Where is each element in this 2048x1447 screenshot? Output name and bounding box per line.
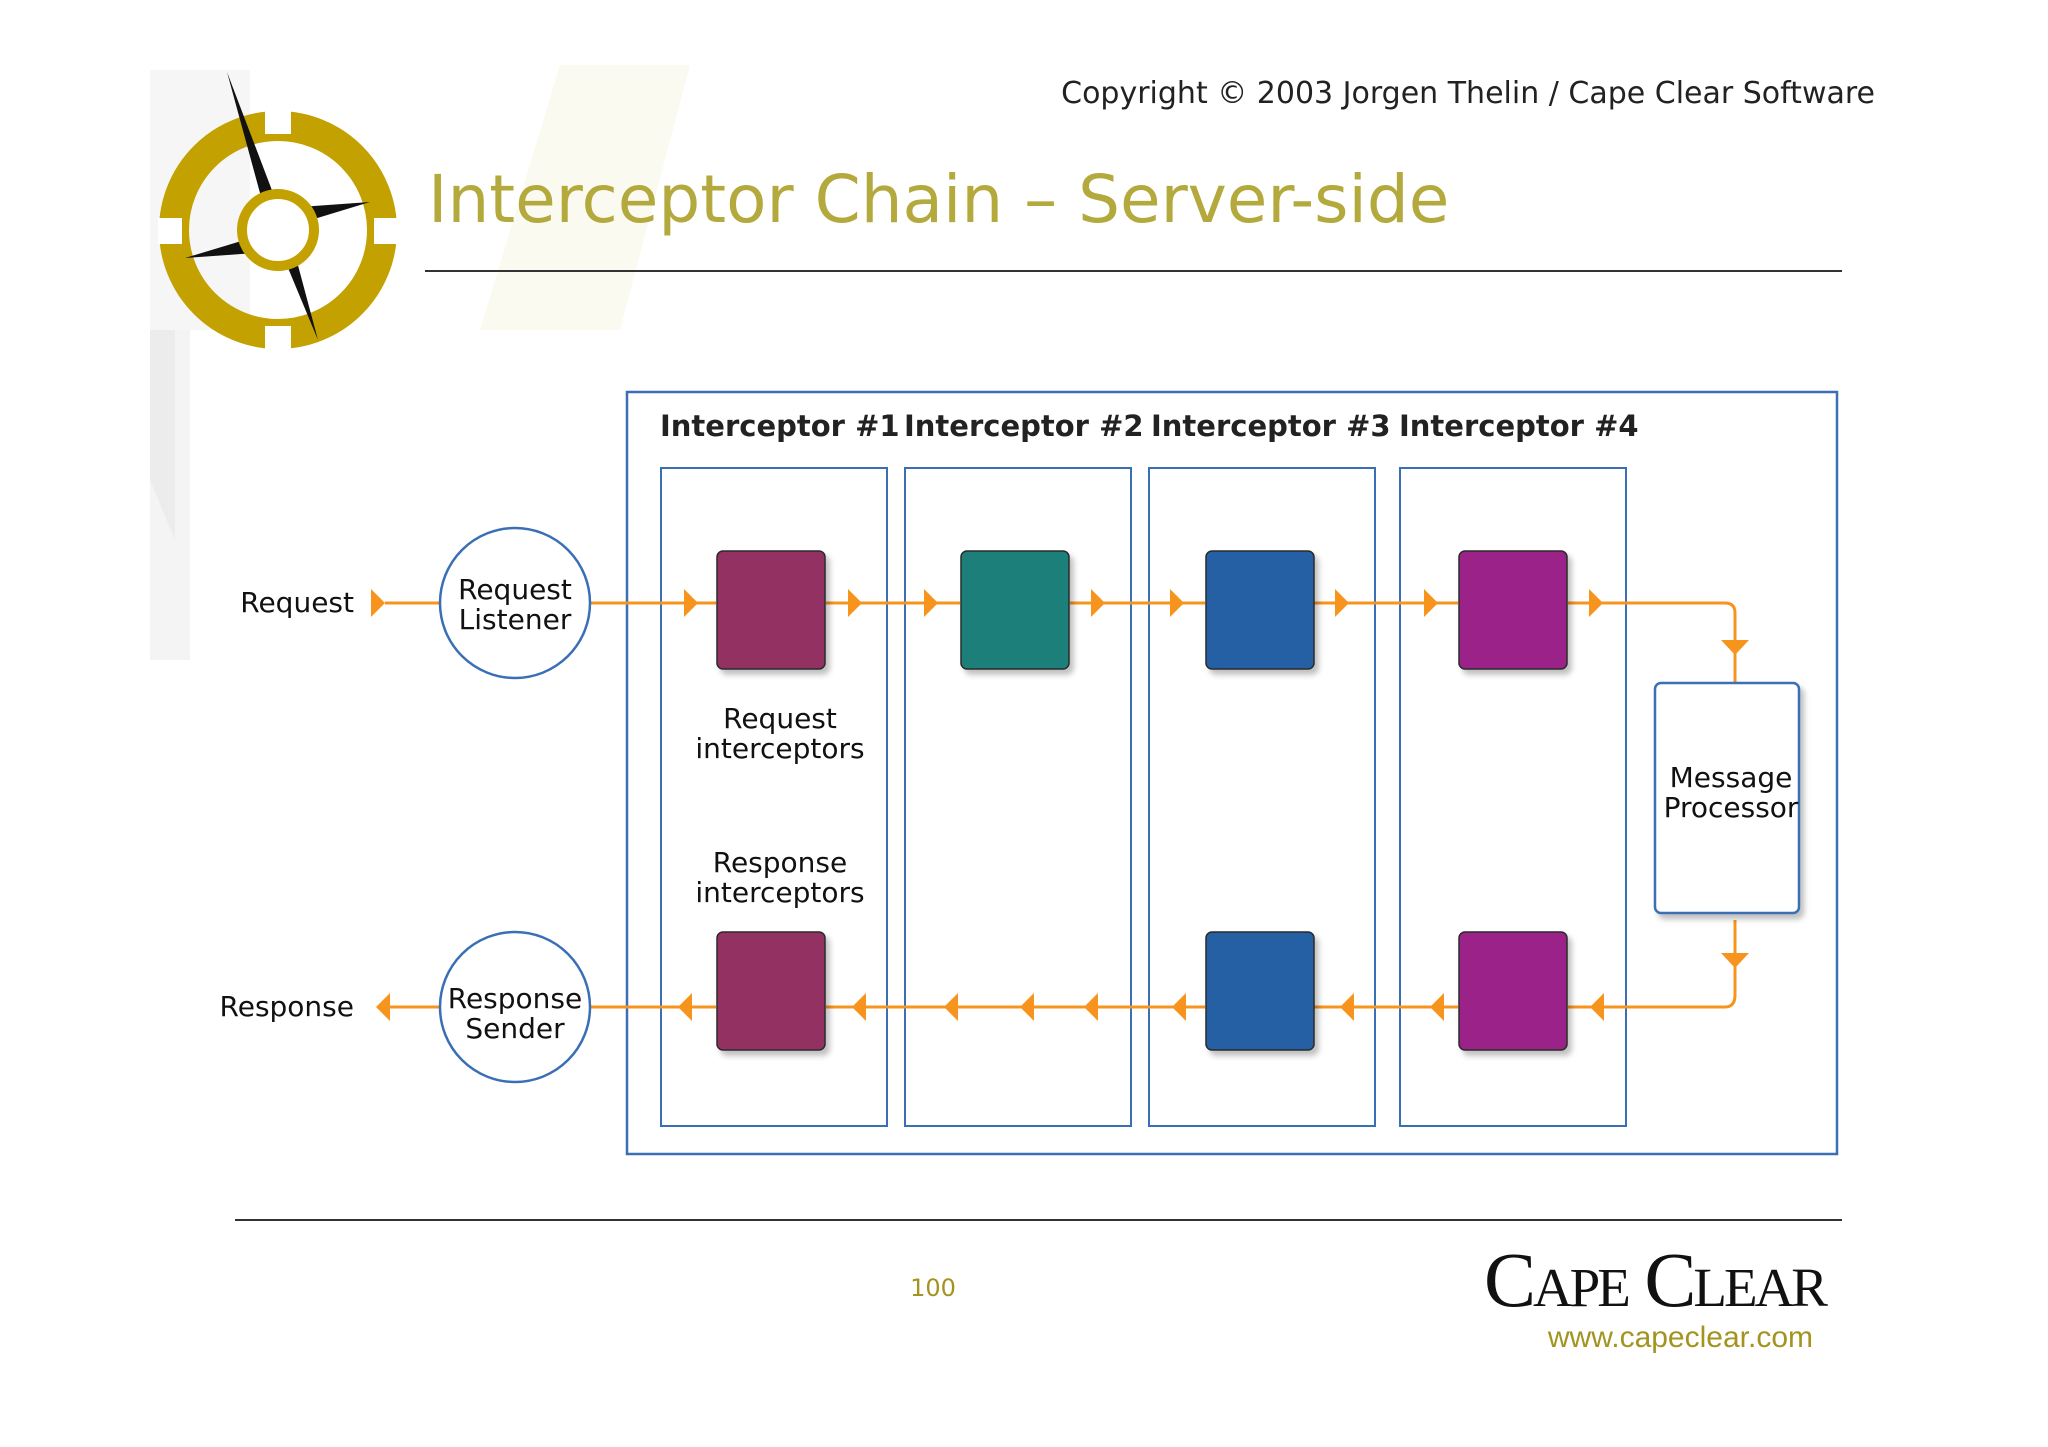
request-label: Request <box>240 586 354 619</box>
request-interceptor-box-2 <box>960 550 1070 670</box>
interceptor-chain-frame <box>625 390 1839 1156</box>
brand-website-link[interactable]: www.capeclear.com <box>1547 1321 1813 1354</box>
page-number: 100 <box>910 1274 956 1302</box>
interceptor-column-3 <box>1148 467 1376 1127</box>
request-interceptor-box-4 <box>1458 550 1568 670</box>
interceptor-label-4: Interceptor #4 <box>1399 409 1639 443</box>
response-arrowheads <box>376 953 1749 1021</box>
response-interceptor-box-3 <box>1205 931 1315 1051</box>
request-interceptor-box-3 <box>1205 550 1315 670</box>
compass-icon <box>158 72 398 350</box>
request-listener-circle <box>438 526 592 680</box>
page-title: Interceptor Chain – Server-side <box>428 161 1449 238</box>
response-label: Response <box>220 990 354 1023</box>
interceptor-column-2 <box>904 467 1132 1127</box>
request-listener-label-line1: Request <box>458 573 572 606</box>
copyright-text: Copyright © 2003 Jorgen Thelin / Cape Cl… <box>1061 76 1875 111</box>
request-arrowheads <box>371 589 1749 655</box>
response-interceptors-caption-line1: Response <box>713 846 847 879</box>
message-processor-label-line2: Processor <box>1664 791 1799 824</box>
message-processor-label-line1: Message <box>1670 761 1793 794</box>
interceptor-label-3: Interceptor #3 <box>1151 409 1391 443</box>
request-interceptor-box-1 <box>716 550 826 670</box>
interceptor-column-4 <box>1399 467 1627 1127</box>
response-interceptor-box-1 <box>716 931 826 1051</box>
request-listener-label-line2: Listener <box>459 603 572 636</box>
interceptor-label-1: Interceptor #1 <box>660 409 900 443</box>
interceptor-column-1 <box>660 467 888 1127</box>
request-interceptors-caption-line2: interceptors <box>695 732 864 765</box>
brand-logo: Cape Clear <box>1484 1236 1828 1323</box>
response-sender-label-line2: Sender <box>465 1012 565 1045</box>
request-interceptors-caption-line1: Request <box>723 702 837 735</box>
interceptor-label-2: Interceptor #2 <box>904 409 1144 443</box>
response-interceptor-box-4 <box>1458 931 1568 1051</box>
message-processor-box <box>1653 681 1801 915</box>
response-sender-circle <box>438 930 592 1084</box>
response-interceptors-caption-line2: interceptors <box>695 876 864 909</box>
response-sender-label-line1: Response <box>448 982 582 1015</box>
